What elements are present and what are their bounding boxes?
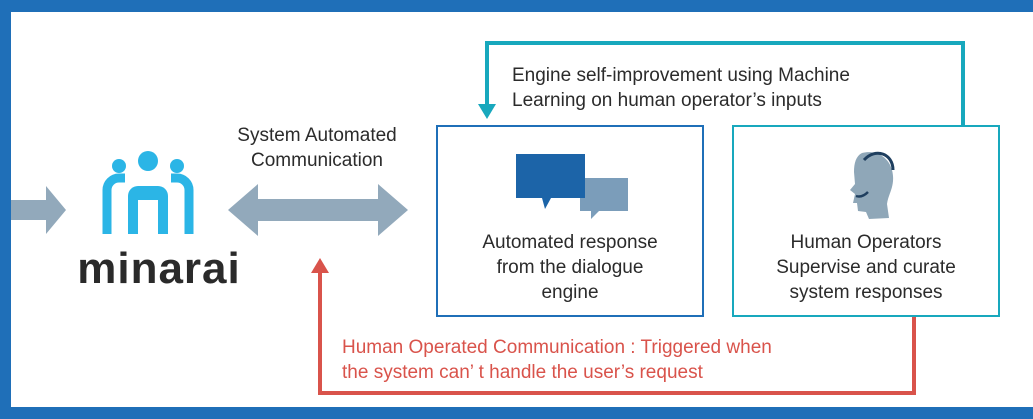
minarai-logo-text: minarai [77, 244, 241, 293]
chat-bubbles-icon [516, 154, 628, 219]
automated-response-text: Automated response from the dialogue eng… [482, 232, 658, 303]
human-operators-text: Human Operators Supervise and curate sys… [776, 232, 956, 303]
operator-headset-icon [850, 151, 895, 219]
minarai-logo-icon [102, 151, 194, 234]
human-operated-arrowhead [311, 258, 329, 273]
automated-response-box [436, 125, 704, 317]
human-operated-label: Human Operated Communication : Triggered… [342, 337, 772, 383]
input-arrow [11, 186, 66, 234]
self-improvement-arrowhead [478, 104, 496, 119]
self-improvement-label: Engine self-improvement using Machine Le… [512, 65, 850, 111]
self-improvement-loop [485, 41, 965, 126]
human-operated-loop [318, 271, 916, 395]
system-automated-arrow [228, 184, 408, 236]
system-automated-label: System Automated Communication [237, 125, 397, 171]
